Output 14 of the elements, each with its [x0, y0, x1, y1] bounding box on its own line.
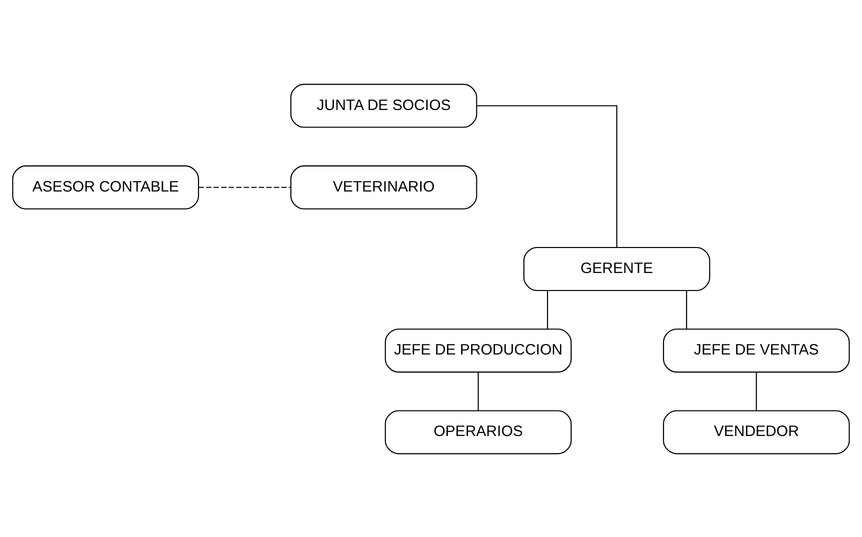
connector: [476, 104, 618, 247]
connector: [198, 186, 291, 188]
node-box: GERENTE: [523, 246, 710, 291]
connector: [546, 290, 548, 328]
node-box: JUNTA DE SOCIOS: [290, 83, 478, 128]
node-box: VENDEDOR: [662, 410, 850, 454]
node-box: VETERINARIO: [290, 164, 478, 209]
node-box: OPERARIOS: [384, 410, 572, 454]
node-box: JEFE DE VENTAS: [662, 328, 850, 372]
connector: [478, 372, 479, 410]
connector: [756, 372, 757, 410]
node-box: JEFE DE PRODUCCION: [384, 328, 572, 372]
node-box: ASESOR CONTABLE: [12, 164, 200, 209]
connector: [686, 290, 688, 328]
